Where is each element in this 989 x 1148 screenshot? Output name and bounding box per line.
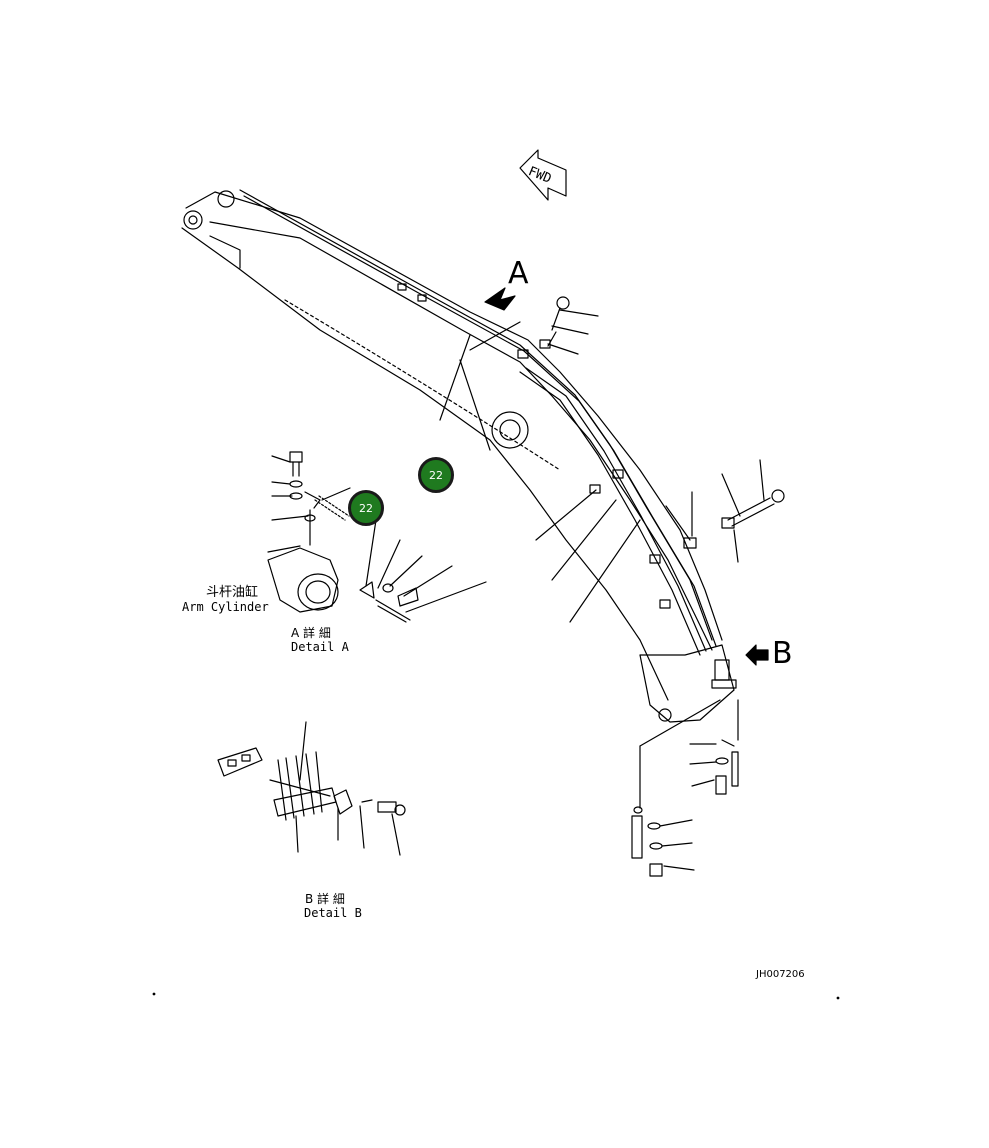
view-letter-a: A [508,256,529,291]
hose-fitting-right [683,489,785,549]
arm-cylinder-english-label: Arm Cylinder [182,600,269,614]
view-arrow-b [745,644,769,666]
hose-fitting-top [539,296,570,349]
detail-b-english-label: Detail B [304,906,362,920]
detail-a-assembly [267,451,487,623]
detail-a-chinese-label: A 詳 細 [291,626,331,640]
lower-right-bolts [631,699,739,877]
drawing-id: JH007206 [756,969,805,980]
view-letter-b: B [772,636,793,671]
arm-body [181,190,735,723]
view-arrow-a [484,287,516,311]
leader-lines [469,309,765,623]
part-callout-22[interactable]: 22 [348,490,384,526]
hydraulic-pipes [239,189,737,689]
detail-a-english-label: Detail A [291,640,349,654]
part-callout-22[interactable]: 22 [418,457,454,493]
detail-b-assembly [217,721,406,856]
arm-cylinder-chinese-label: 斗杆油缸 [206,585,259,600]
detail-b-chinese-label: B 詳 細 [305,892,345,906]
fwd-arrow-outline [519,149,567,201]
